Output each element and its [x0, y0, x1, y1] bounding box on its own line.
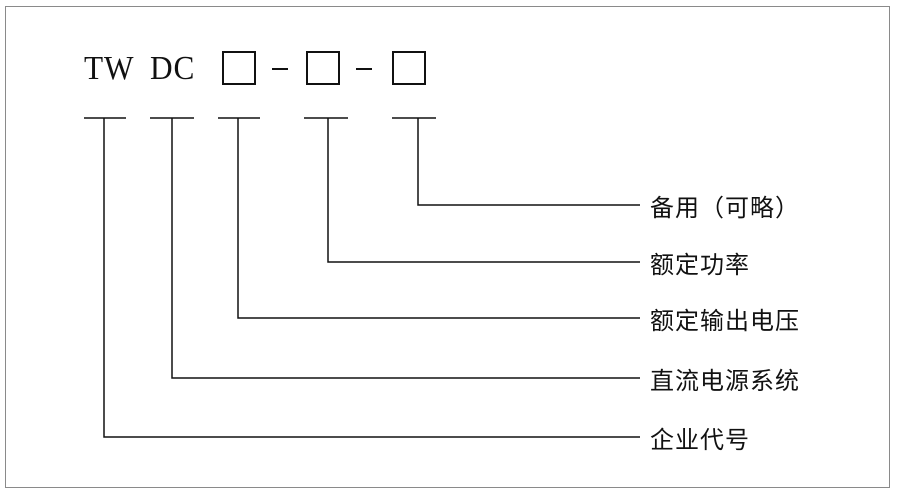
code-prefix-company: TW	[84, 50, 135, 87]
leader-company-code	[103, 118, 640, 438]
label-spare: 备用（可略）	[650, 194, 800, 222]
leader-rated-output-voltage	[237, 118, 640, 319]
label-dc-power-system: 直流电源系统	[650, 367, 800, 395]
code-prefix-system: DC	[150, 50, 196, 87]
label-rated-power: 额定功率	[650, 251, 750, 279]
code-box-spare	[392, 51, 426, 85]
leader-rated-power	[327, 118, 640, 263]
code-box-voltage	[222, 51, 256, 85]
leader-dc-power-system	[171, 118, 640, 379]
diagram-frame	[5, 6, 890, 488]
code-dash-2	[356, 68, 372, 70]
leader-spare	[417, 118, 640, 206]
label-company-code: 企业代号	[650, 426, 750, 454]
code-dash-1	[272, 68, 288, 70]
label-rated-output-voltage: 额定输出电压	[650, 307, 800, 335]
code-box-power	[306, 51, 340, 85]
